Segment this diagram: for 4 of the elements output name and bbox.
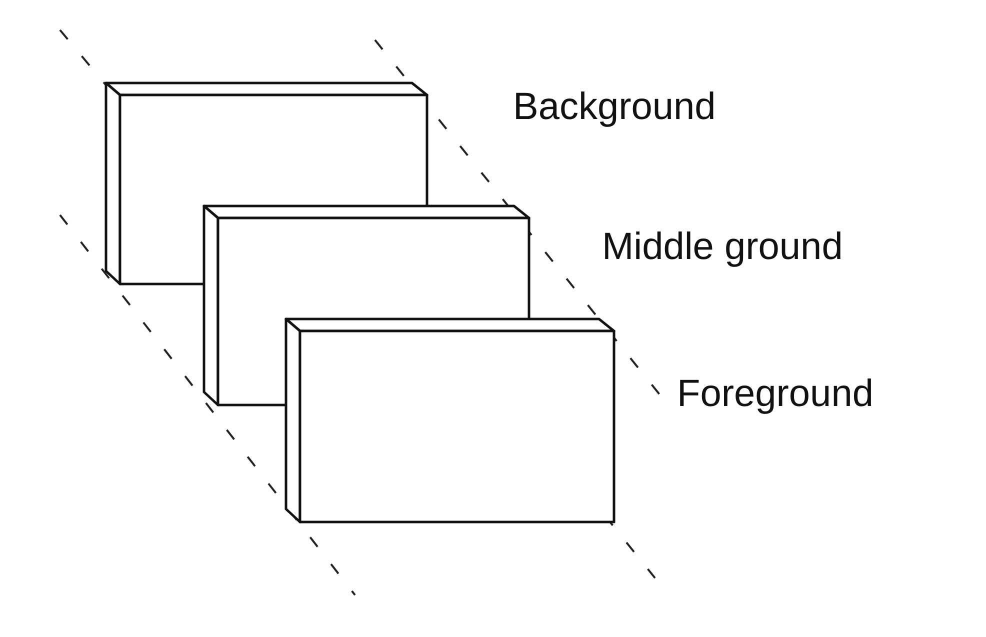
layer-label: Foreground	[677, 375, 874, 413]
layer-label: Middle ground	[602, 228, 843, 266]
layer-label: Background	[513, 88, 716, 126]
panel-drawing	[285, 318, 615, 523]
